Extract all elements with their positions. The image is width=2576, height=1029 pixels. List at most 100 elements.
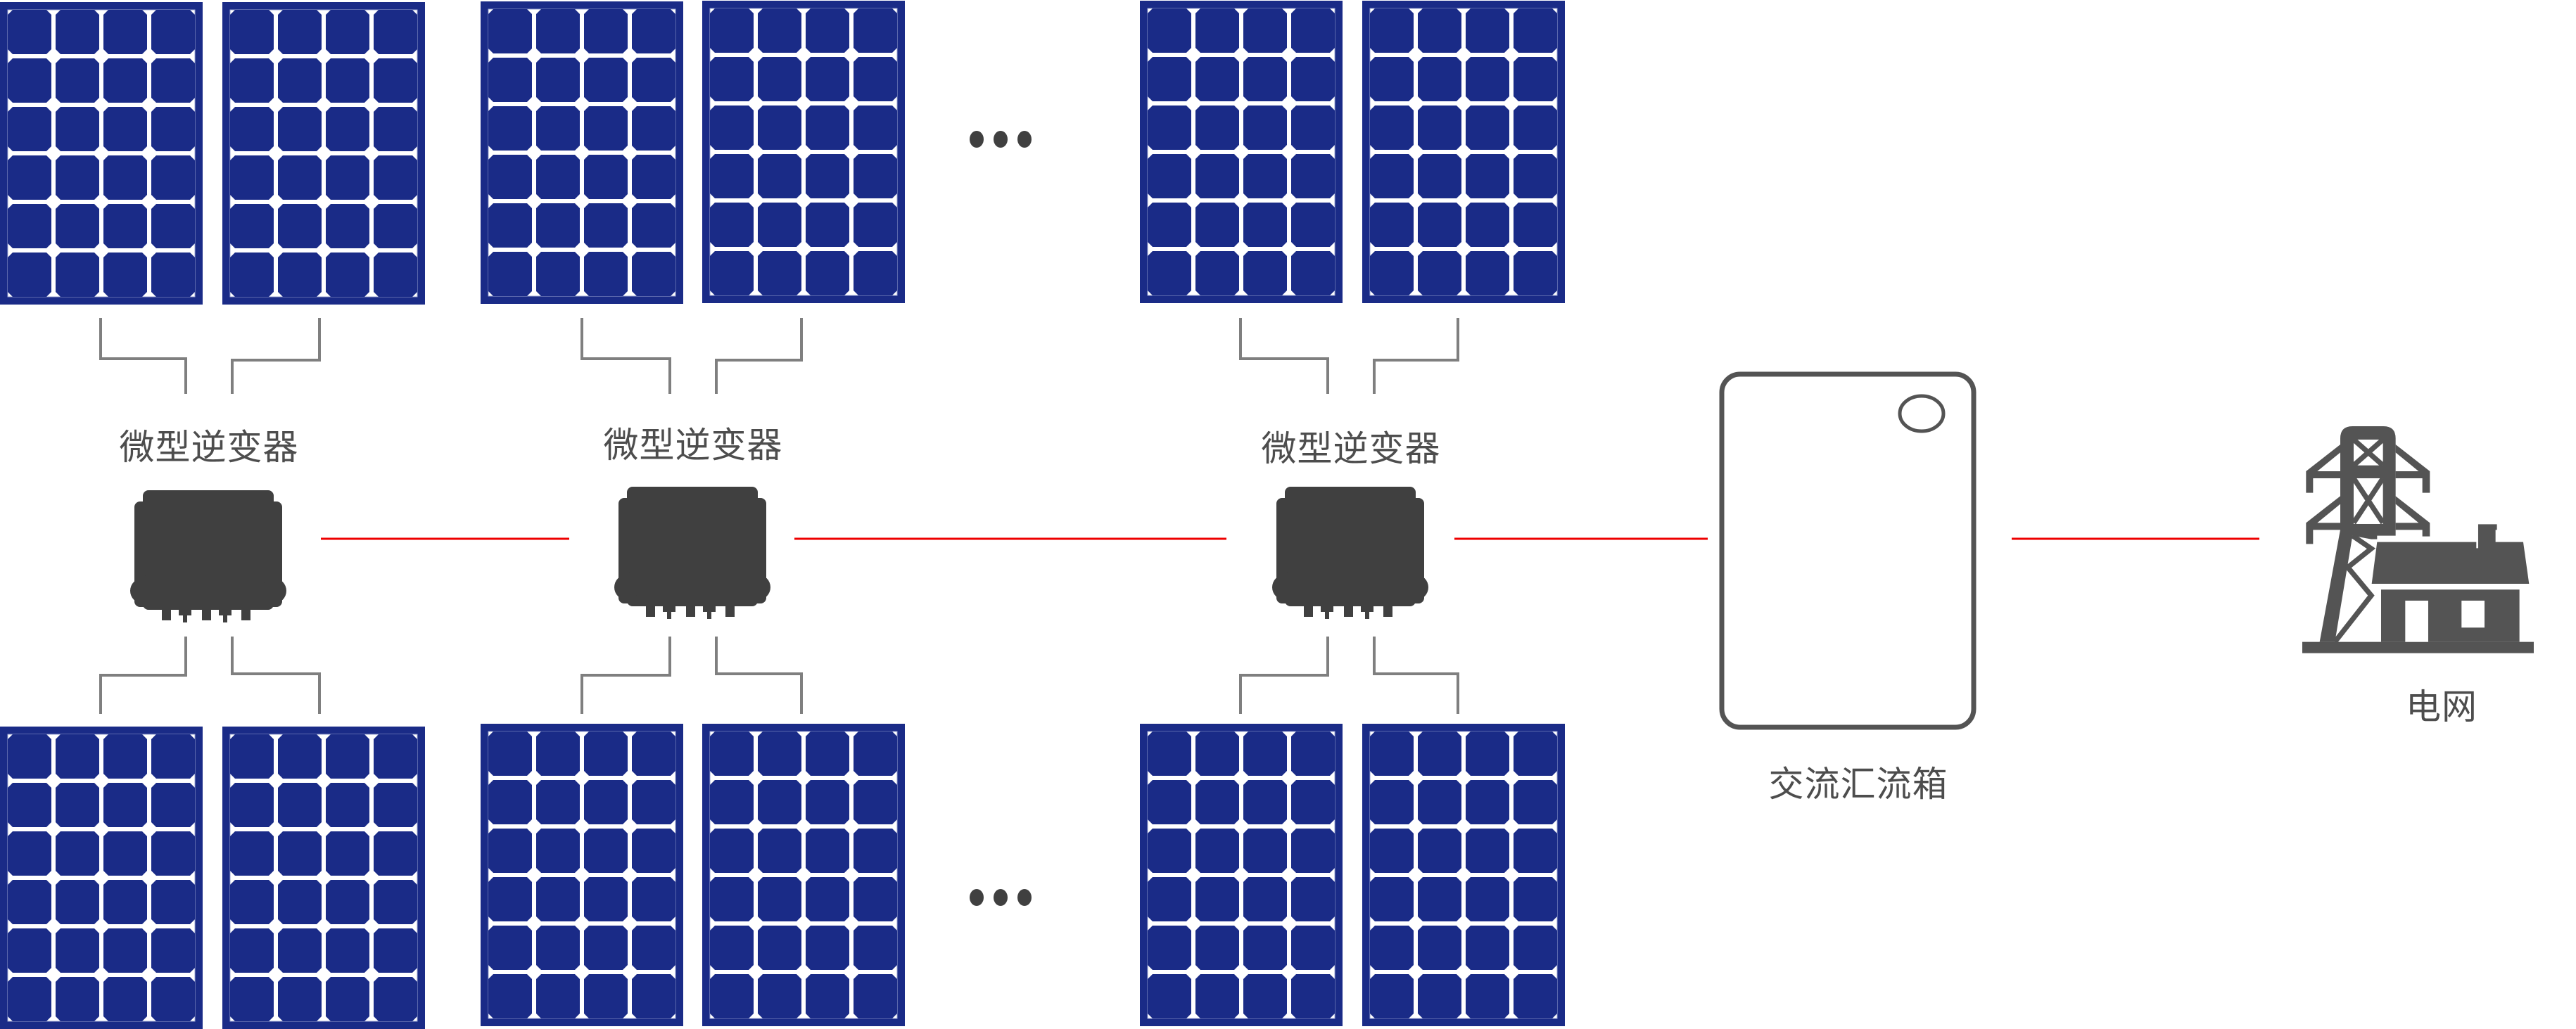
solar-cell — [1291, 57, 1335, 101]
solar-cell — [584, 9, 628, 53]
solar-cell — [8, 734, 51, 779]
solar-cell — [1370, 251, 1414, 295]
inverter-label-3: 微型逆变器 — [1261, 428, 1441, 469]
solar-cell — [1418, 926, 1461, 970]
solar-cell — [103, 880, 147, 924]
solar-cell — [278, 977, 322, 1021]
solar-cell — [806, 780, 849, 824]
solar-cell — [1148, 251, 1191, 295]
grid-label: 电网 — [2406, 686, 2477, 727]
solar-cell — [1418, 877, 1461, 921]
solar-cell — [854, 877, 897, 921]
solar-panel — [1140, 1, 1343, 303]
solar-cell — [230, 734, 274, 779]
solar-cell — [854, 154, 897, 198]
panel-backsheet — [229, 734, 418, 1022]
microinverter-icon — [614, 487, 770, 619]
solar-cell — [8, 831, 51, 876]
solar-cell — [1418, 203, 1461, 247]
solar-cell — [1291, 829, 1335, 873]
solar-cell — [278, 880, 322, 924]
solar-cell — [1243, 203, 1287, 247]
solar-cell — [1291, 154, 1335, 198]
inverter-terminal — [202, 608, 211, 620]
solar-cell — [632, 203, 675, 248]
solar-panel — [702, 724, 905, 1026]
solar-cell — [326, 155, 369, 200]
solar-cell — [632, 829, 675, 873]
solar-cell — [103, 10, 147, 54]
solar-cell — [536, 877, 580, 921]
inverter-terminal — [1383, 605, 1392, 617]
solar-cell — [1148, 829, 1191, 873]
solar-cell — [1148, 731, 1191, 776]
solar-cell — [536, 829, 580, 873]
solar-cell — [488, 58, 532, 102]
solar-cell — [1195, 57, 1239, 101]
solar-cell — [230, 928, 274, 973]
solar-cell — [56, 107, 99, 151]
dc-wire — [1373, 318, 1459, 394]
solar-cell — [374, 253, 417, 297]
solar-cell — [1195, 106, 1239, 150]
solar-cell — [854, 731, 897, 776]
solar-cell — [758, 974, 801, 1018]
power-grid-icon — [2302, 426, 2534, 653]
ellipsis-dot — [1017, 889, 1032, 906]
inverter-pin-head — [663, 605, 675, 612]
solar-cell — [854, 203, 897, 247]
panel-backsheet — [229, 9, 418, 298]
solar-cell — [584, 974, 628, 1018]
solar-cell — [1291, 877, 1335, 921]
solar-cell — [710, 731, 754, 776]
solar-cell — [230, 253, 274, 297]
inverter-pin-head — [179, 608, 191, 615]
solar-cell — [151, 928, 195, 973]
inverter-foot-left — [1272, 575, 1297, 600]
solar-cell — [151, 880, 195, 924]
solar-cell — [374, 880, 417, 924]
solar-cell — [854, 57, 897, 101]
solar-cell — [1148, 8, 1191, 53]
panel-backsheet — [488, 731, 676, 1019]
solar-cell — [8, 977, 51, 1021]
inverter-pin-head — [1361, 605, 1373, 612]
solar-cell — [8, 10, 51, 54]
panel-backsheet — [7, 9, 196, 298]
solar-cell — [1418, 106, 1461, 150]
solar-cell — [103, 204, 147, 248]
solar-panel — [1362, 1, 1565, 303]
solar-cell — [230, 107, 274, 151]
solar-cell — [230, 977, 274, 1021]
solar-cell — [536, 155, 580, 199]
solar-cell — [1514, 780, 1557, 824]
inverter-label-1: 微型逆变器 — [119, 427, 299, 468]
solar-cell — [710, 106, 754, 150]
solar-cell — [230, 10, 274, 54]
solar-cell — [758, 154, 801, 198]
solar-cell — [632, 877, 675, 921]
solar-cell — [806, 8, 849, 53]
solar-cell — [230, 155, 274, 200]
solar-cell — [103, 155, 147, 200]
solar-cell — [536, 252, 580, 296]
solar-cell — [1195, 780, 1239, 824]
solar-cell — [1370, 8, 1414, 53]
solar-cell — [1291, 106, 1335, 150]
solar-cell — [1466, 57, 1509, 101]
solar-cell — [278, 10, 322, 54]
solar-cell — [374, 107, 417, 151]
solar-cell — [1243, 251, 1287, 295]
solar-cell — [758, 780, 801, 824]
panel-backsheet — [7, 734, 196, 1022]
solar-cell — [1466, 106, 1509, 150]
solar-panel — [1140, 724, 1343, 1026]
solar-cell — [1195, 154, 1239, 198]
solar-cell — [806, 877, 849, 921]
solar-cell — [151, 58, 195, 103]
solar-cell — [1418, 731, 1461, 776]
panel-backsheet — [1147, 731, 1335, 1019]
solar-cell — [56, 734, 99, 779]
solar-cell — [278, 204, 322, 248]
